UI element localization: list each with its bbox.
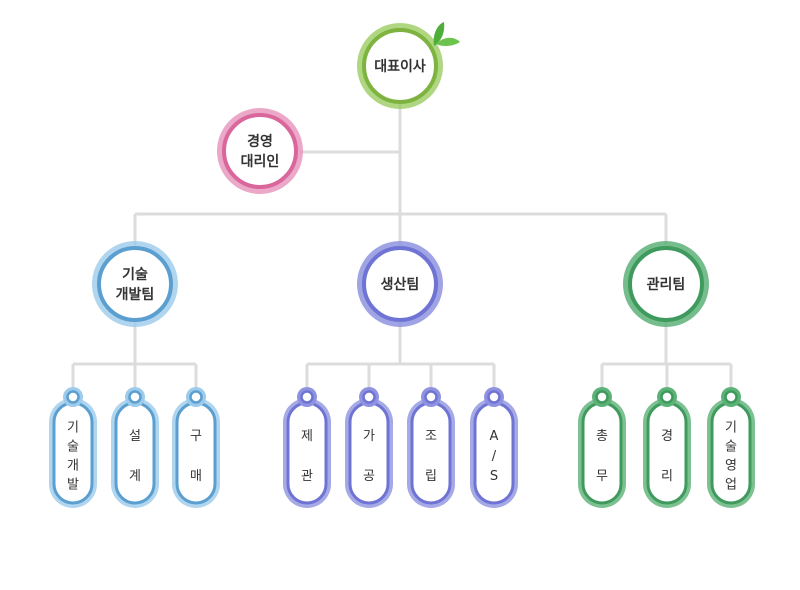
member-tag-hole bbox=[300, 390, 314, 404]
member-tag-char: 술 bbox=[67, 440, 79, 455]
production-team-label: 생산팀 bbox=[381, 276, 420, 293]
member-tag-char: 립 bbox=[425, 469, 437, 484]
production-team-inner-ring bbox=[362, 246, 438, 322]
deputy-label-line-1: 경영 bbox=[247, 133, 273, 150]
member-tag: 구매 bbox=[172, 387, 220, 508]
member-tag: 제관 bbox=[283, 387, 331, 508]
member-tag-hole bbox=[424, 390, 438, 404]
member-tag-hole bbox=[66, 390, 80, 404]
member-tag-hole bbox=[595, 390, 609, 404]
member-tag-char: 조 bbox=[425, 429, 437, 444]
member-tag-inner bbox=[581, 401, 623, 505]
ceo-label: 대표이사 bbox=[374, 58, 426, 75]
member-tag-char: 리 bbox=[661, 469, 673, 484]
member-tag-char: 기 bbox=[67, 421, 79, 436]
deputy-label-line-2: 대리인 bbox=[241, 153, 280, 170]
member-tag: A / S bbox=[470, 387, 518, 508]
member-tag-char: 제 bbox=[301, 429, 313, 444]
ceo-inner-ring bbox=[362, 28, 438, 104]
member-tag-char: 술 bbox=[725, 440, 737, 455]
member-tag-char: 경 bbox=[661, 429, 673, 444]
member-tag-inner bbox=[175, 401, 217, 505]
production-team-node: 생산팀 bbox=[357, 241, 443, 327]
member-tag-char: 기 bbox=[725, 421, 737, 436]
deputy-node: 경영 대리인 bbox=[217, 108, 303, 194]
member-tag: 경리 bbox=[643, 387, 691, 508]
tech-team-inner-ring bbox=[97, 246, 173, 322]
member-tag-char: 무 bbox=[596, 469, 608, 484]
tech-team-label-line-1: 기술 bbox=[122, 267, 148, 283]
member-tag-char: A bbox=[490, 429, 499, 444]
deputy-inner-ring bbox=[222, 113, 298, 189]
member-tag-inner bbox=[114, 401, 156, 505]
member-tag-char: 구 bbox=[190, 429, 202, 444]
member-tag: 가공 bbox=[345, 387, 393, 508]
connector-lines bbox=[71, 100, 733, 390]
tech-team-label-line-2: 개발팀 bbox=[116, 286, 155, 303]
member-tag-char: 매 bbox=[190, 469, 202, 484]
member-tag: 조립 bbox=[407, 387, 455, 508]
member-tag-char: 가 bbox=[363, 429, 375, 444]
member-tag-char: 개 bbox=[67, 459, 79, 474]
member-tag-char: / bbox=[492, 449, 497, 464]
leaf-icon bbox=[433, 22, 460, 47]
member-tag-char: 총 bbox=[596, 429, 608, 444]
member-tag-char: 업 bbox=[725, 478, 737, 493]
member-tag-hole bbox=[128, 390, 142, 404]
member-tag-char: 공 bbox=[363, 469, 375, 484]
member-tag-char: 영 bbox=[725, 459, 737, 474]
ceo-node: 대표이사 bbox=[357, 22, 460, 109]
member-tag: 설계 bbox=[111, 387, 159, 508]
member-tag-inner bbox=[348, 401, 390, 505]
member-tag-char: 발 bbox=[67, 478, 79, 493]
member-tag-inner bbox=[410, 401, 452, 505]
member-tag-hole bbox=[189, 390, 203, 404]
management-team-node: 관리팀 bbox=[623, 241, 709, 327]
member-tag-inner bbox=[286, 401, 328, 505]
management-team-label: 관리팀 bbox=[647, 276, 686, 293]
member-tag-char: 관 bbox=[301, 469, 313, 484]
member-tag-char: 설 bbox=[129, 429, 141, 444]
member-tag-hole bbox=[487, 390, 501, 404]
member-tag-char: 계 bbox=[129, 469, 141, 484]
member-tag-char: S bbox=[490, 469, 498, 484]
member-tag: 총무 bbox=[578, 387, 626, 508]
member-tag-hole bbox=[660, 390, 674, 404]
management-team-inner-ring bbox=[628, 246, 704, 322]
tech-team-node: 기술 개발팀 bbox=[92, 241, 178, 327]
member-tag-hole bbox=[362, 390, 376, 404]
member-tag-inner bbox=[646, 401, 688, 505]
member-tag-hole bbox=[724, 390, 738, 404]
